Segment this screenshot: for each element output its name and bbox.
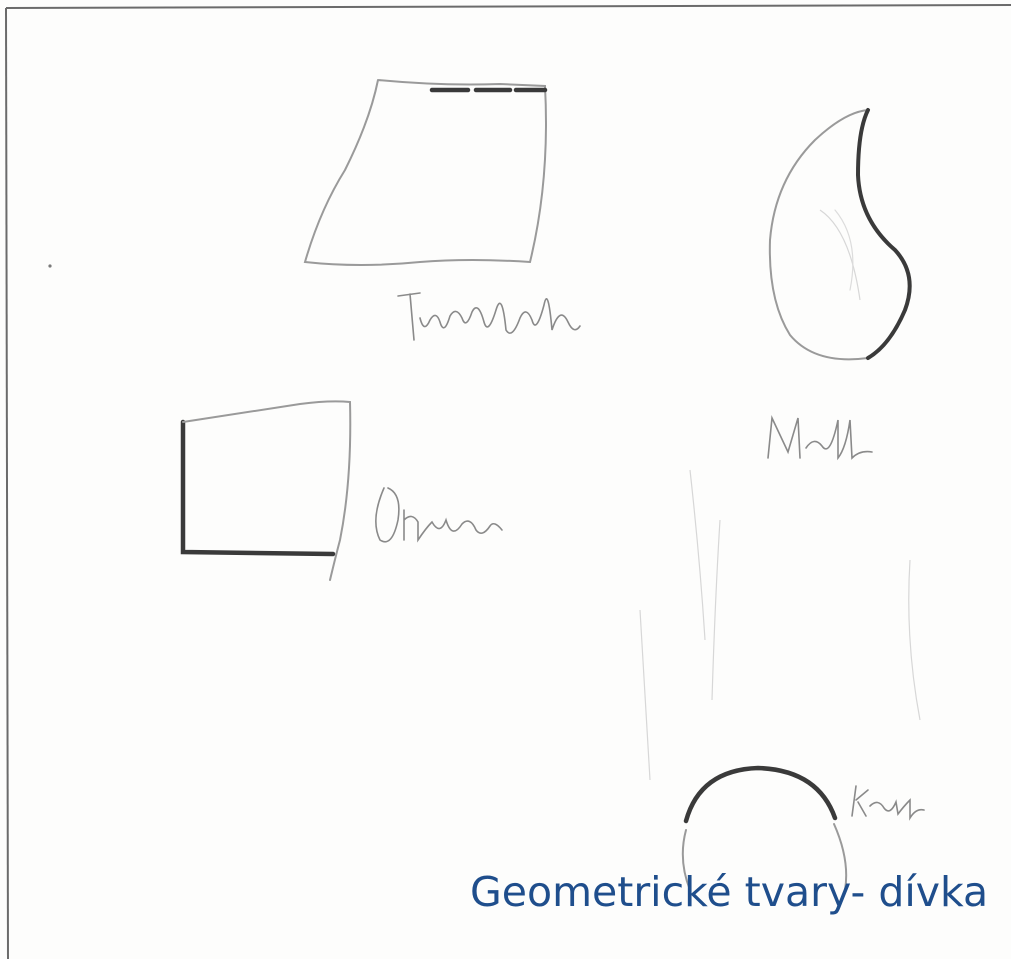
pencil-dot xyxy=(48,264,51,267)
handwritten-label-square xyxy=(376,488,502,542)
trapezoid-shape xyxy=(305,80,546,265)
handwritten-label-trapezoid xyxy=(398,293,580,340)
drop-shape xyxy=(770,110,910,359)
slide-caption: Geometrické tvary- dívka xyxy=(470,872,988,913)
square-shape xyxy=(183,401,350,580)
handwritten-label-drop xyxy=(768,418,872,458)
faint-sketch-marks xyxy=(640,210,920,780)
handwritten-label-circle xyxy=(852,786,924,818)
